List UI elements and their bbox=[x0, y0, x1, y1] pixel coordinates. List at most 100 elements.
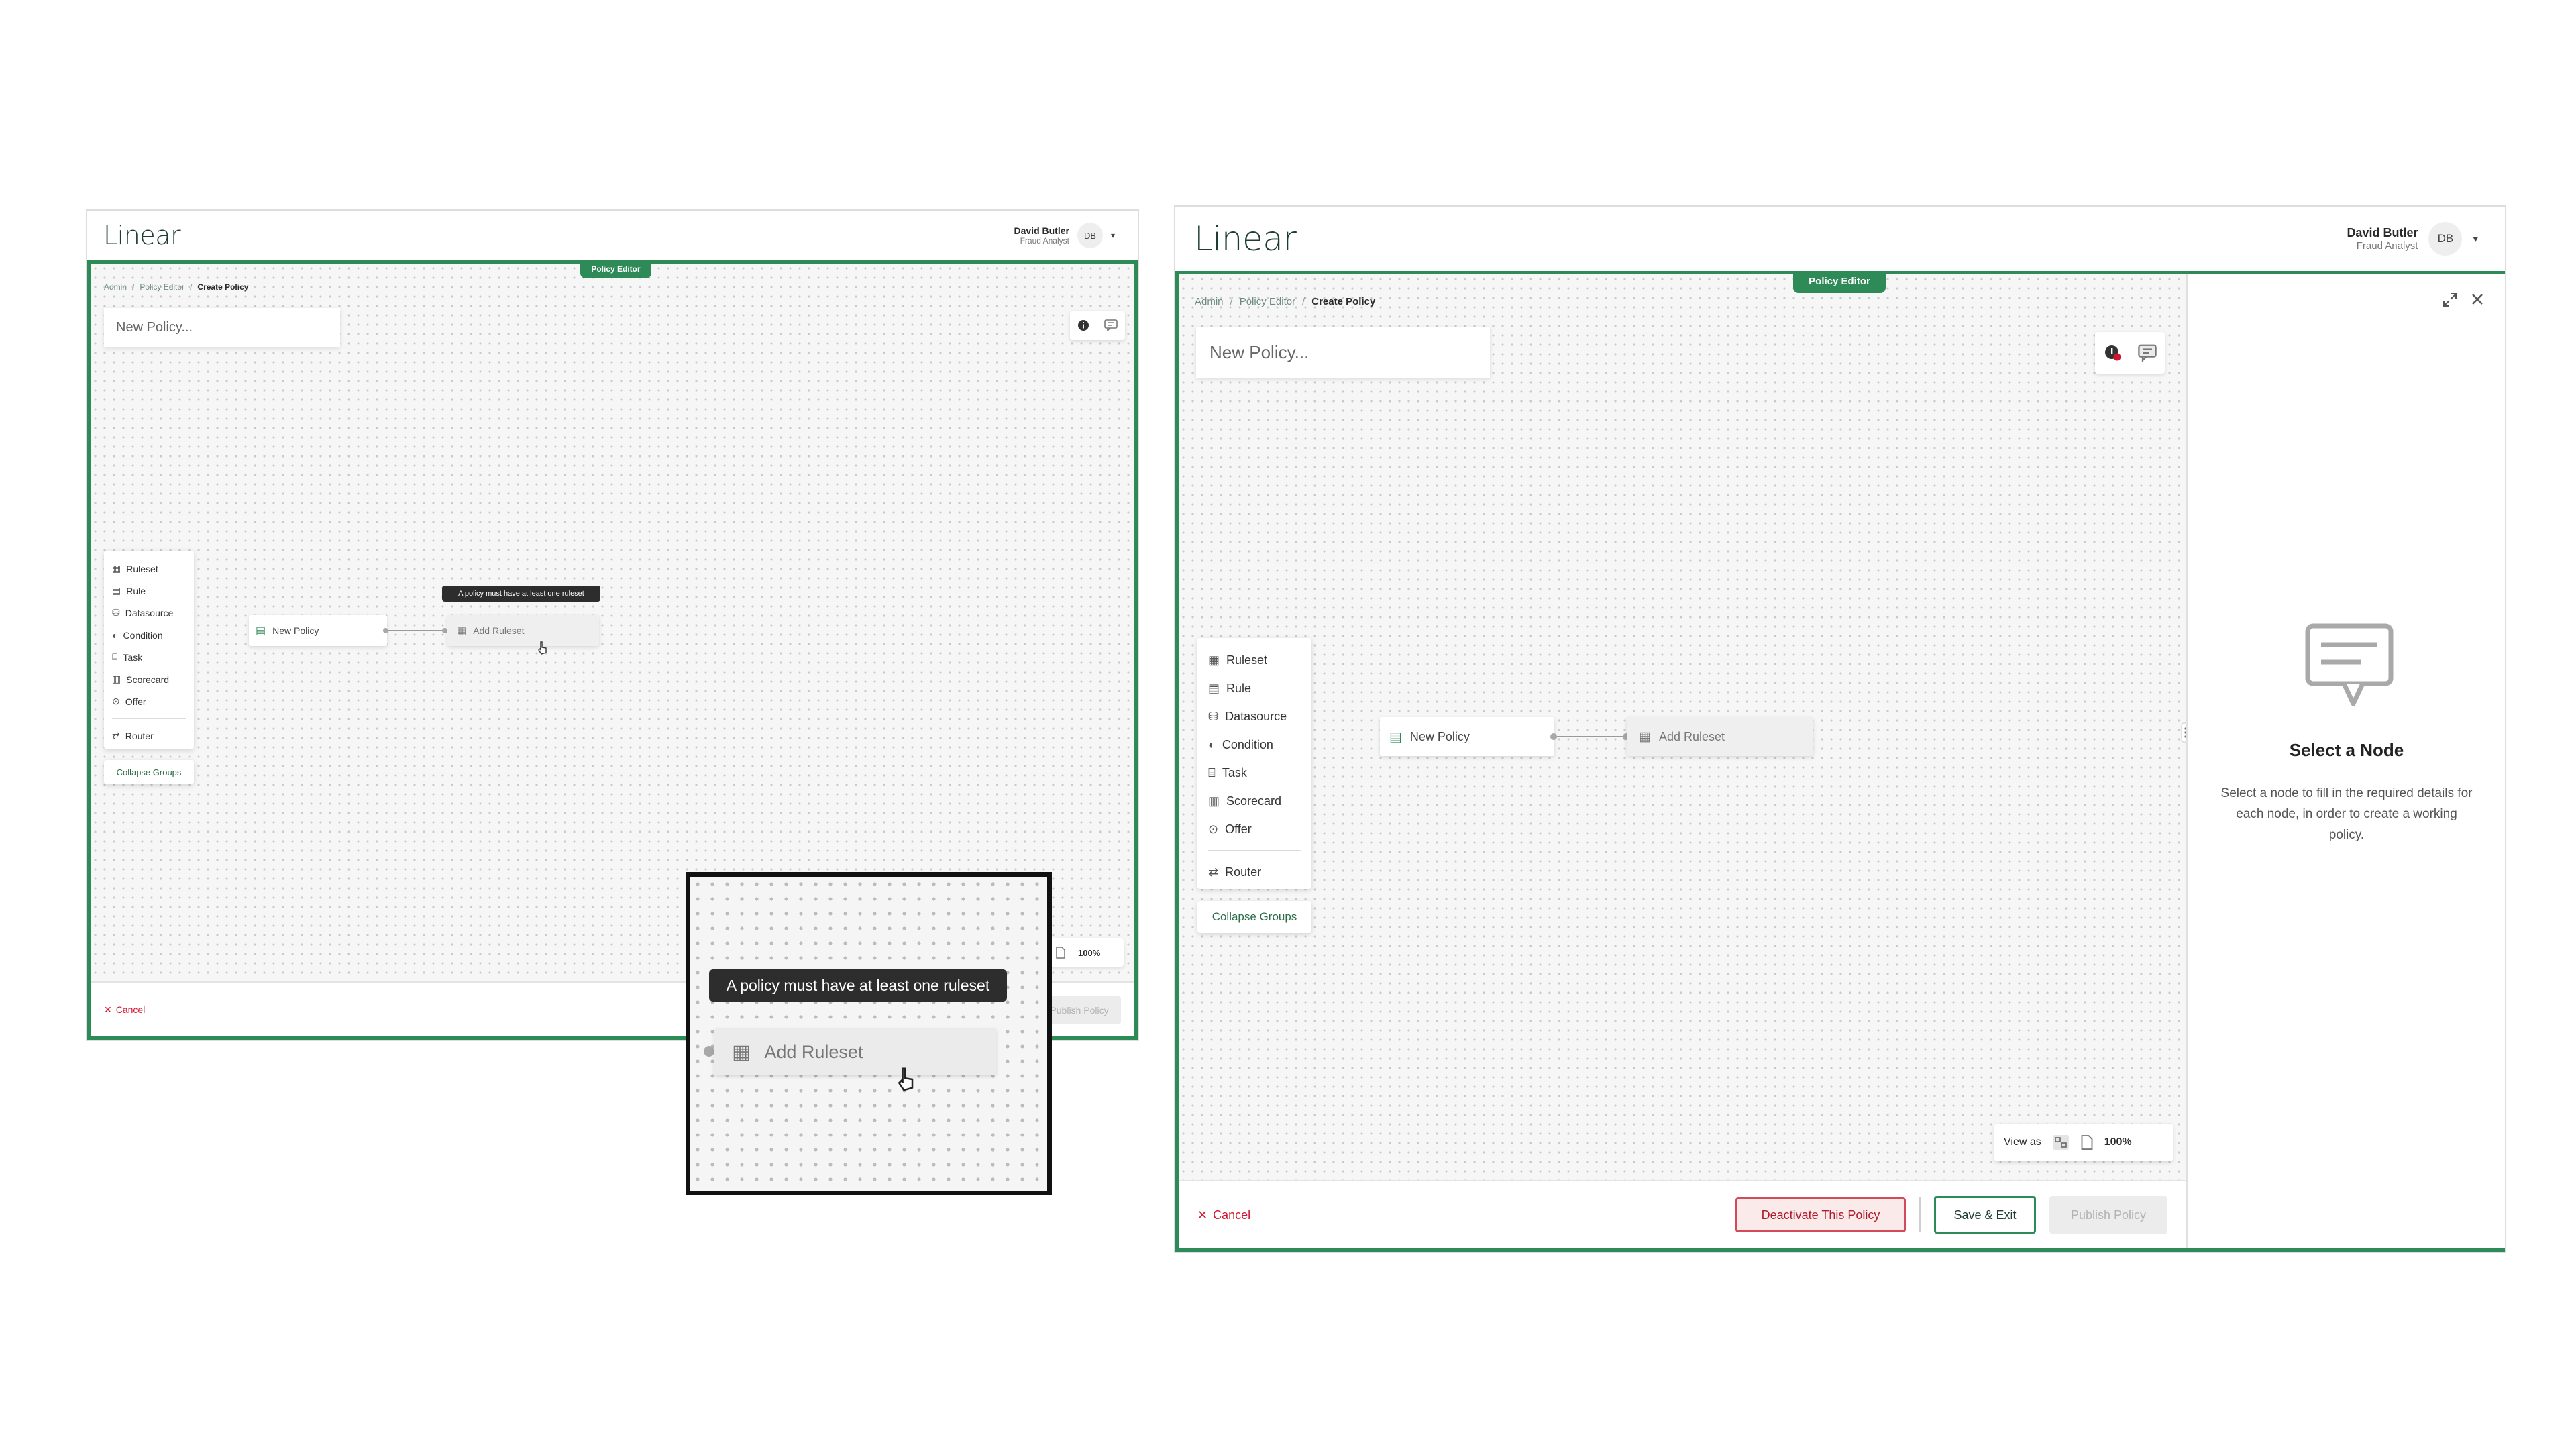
task-icon: ⌸ bbox=[112, 651, 118, 662]
policy-icon: ▤ bbox=[1389, 729, 1402, 745]
deactivate-policy-button[interactable]: Deactivate This Policy bbox=[1735, 1197, 1906, 1232]
scorecard-icon: ▥ bbox=[112, 674, 121, 684]
palette-item-label: Router bbox=[125, 730, 154, 741]
node-add-ruleset[interactable]: ▦ Add Ruleset bbox=[447, 615, 599, 646]
user-role: Fraud Analyst bbox=[2356, 240, 2418, 252]
half-circle-icon: ◐ bbox=[1208, 737, 1216, 751]
chevron-down-icon[interactable]: ▾ bbox=[2473, 233, 2478, 245]
panel-title: Select a Node bbox=[2289, 740, 2404, 760]
palette-item-label: Task bbox=[1222, 765, 1247, 780]
document-icon[interactable] bbox=[2080, 1134, 2094, 1150]
save-exit-button[interactable]: Save & Exit bbox=[1934, 1196, 2036, 1234]
node-connector bbox=[387, 630, 445, 631]
view-controls: View as 100% bbox=[1994, 1124, 2173, 1161]
node-label: Add Ruleset bbox=[1658, 729, 1725, 743]
app-header: Linear David Butler Fraud Analyst DB ▾ bbox=[87, 211, 1138, 260]
publish-policy-button[interactable]: Publish Policy bbox=[2049, 1196, 2167, 1234]
palette-item-label: Ruleset bbox=[126, 563, 158, 574]
palette-item-label: Task bbox=[123, 651, 143, 663]
palette-divider bbox=[112, 718, 186, 719]
close-icon[interactable] bbox=[2470, 292, 2485, 307]
grid-icon: ▦ bbox=[1639, 729, 1651, 744]
palette-item-label: Rule bbox=[1226, 681, 1252, 695]
palette-item-offer[interactable]: ⊙Offer bbox=[1208, 815, 1301, 843]
error-alert-icon[interactable] bbox=[2104, 344, 2121, 362]
palette-item-ruleset[interactable]: ▦Ruleset bbox=[1208, 646, 1301, 674]
grid-icon: ▦ bbox=[457, 625, 467, 637]
palette-item-label: Scorecard bbox=[126, 674, 170, 685]
app-logo[interactable]: Linear bbox=[103, 221, 181, 250]
user-name: David Butler bbox=[2347, 226, 2418, 239]
palette-item-label: Scorecard bbox=[1226, 794, 1282, 808]
grid-icon: ▦ bbox=[732, 1040, 751, 1063]
expand-icon[interactable] bbox=[2442, 292, 2458, 308]
palette-item-router[interactable]: ⇄Router bbox=[1208, 858, 1301, 886]
canvas-view-icon[interactable] bbox=[2052, 1134, 2070, 1150]
palette-item-label: Datasource bbox=[1225, 709, 1287, 723]
connector-dot bbox=[704, 1046, 714, 1057]
user-role: Fraud Analyst bbox=[1020, 236, 1069, 246]
cancel-button[interactable]: ✕ Cancel bbox=[1197, 1208, 1250, 1222]
ruleset-tooltip: A policy must have at least one ruleset bbox=[709, 969, 1007, 1002]
collapse-groups-button[interactable]: Collapse Groups bbox=[1197, 901, 1311, 933]
offer-icon: ⊙ bbox=[112, 696, 120, 706]
palette-item-scorecard[interactable]: ▥ Scorecard bbox=[112, 668, 186, 690]
hand-cursor-icon bbox=[538, 641, 547, 655]
comment-icon[interactable] bbox=[1104, 319, 1118, 331]
breadcrumb-policy-editor[interactable]: Policy Editor bbox=[1239, 296, 1296, 307]
connector-dot bbox=[1550, 733, 1557, 740]
info-icon[interactable] bbox=[1077, 319, 1089, 331]
palette-item-condition[interactable]: ◐Condition bbox=[1208, 731, 1301, 759]
router-icon: ⇄ bbox=[1208, 865, 1219, 879]
user-menu[interactable]: David Butler Fraud Analyst DB ▾ bbox=[2347, 222, 2478, 256]
canvas-tools bbox=[1070, 311, 1125, 340]
node-connector bbox=[1554, 736, 1627, 737]
palette-item-task[interactable]: ⌸Task bbox=[1208, 759, 1301, 787]
close-icon: ✕ bbox=[104, 1004, 112, 1015]
scorecard-icon: ▥ bbox=[1208, 794, 1220, 808]
cancel-label: Cancel bbox=[115, 1004, 146, 1015]
app-logo[interactable]: Linear bbox=[1194, 219, 1297, 258]
palette-item-rule[interactable]: ▤Rule bbox=[1208, 674, 1301, 702]
node-add-ruleset[interactable]: ▦ Add Ruleset bbox=[1627, 717, 1813, 756]
palette-item-scorecard[interactable]: ▥ Scorecard bbox=[1208, 787, 1301, 815]
palette-item-label: Offer bbox=[125, 696, 146, 707]
view-as-label: View as bbox=[2004, 1136, 2041, 1148]
policy-name-input[interactable]: New Policy... bbox=[1196, 327, 1490, 378]
policy-editor-tab: Policy Editor bbox=[1793, 272, 1886, 293]
palette-item-offer[interactable]: ⊙ Offer bbox=[112, 690, 186, 712]
user-menu[interactable]: David Butler Fraud Analyst DB ▾ bbox=[1014, 223, 1115, 248]
cancel-button[interactable]: ✕ Cancel bbox=[104, 1004, 145, 1016]
half-circle-icon: ◐ bbox=[112, 629, 118, 641]
palette-item-task[interactable]: ⌸ Task bbox=[112, 646, 186, 668]
node-new-policy[interactable]: ▤ New Policy bbox=[249, 615, 387, 646]
cancel-label: Cancel bbox=[1213, 1208, 1251, 1222]
palette-item-datasource[interactable]: ⛁Datasource bbox=[112, 602, 186, 624]
breadcrumb-admin[interactable]: Admin bbox=[1195, 296, 1224, 307]
zoom-inset: A policy must have at least one ruleset … bbox=[686, 872, 1052, 1195]
node-add-ruleset[interactable]: ▦ Add Ruleset bbox=[714, 1028, 996, 1075]
collapse-groups-button[interactable]: Collapse Groups bbox=[104, 760, 194, 784]
document-icon[interactable] bbox=[1055, 947, 1066, 959]
palette-item-rule[interactable]: ▤Rule bbox=[112, 580, 186, 602]
chevron-down-icon[interactable]: ▾ bbox=[1110, 231, 1115, 240]
breadcrumb-admin[interactable]: Admin bbox=[104, 282, 127, 292]
node-new-policy[interactable]: ▤ New Policy bbox=[1380, 717, 1554, 756]
palette-item-router[interactable]: ⇄Router bbox=[112, 724, 186, 747]
zoom-level[interactable]: 100% bbox=[2104, 1136, 2132, 1148]
view-controls: 100% bbox=[1049, 938, 1124, 967]
palette-item-condition[interactable]: ◐Condition bbox=[112, 624, 186, 646]
avatar[interactable]: DB bbox=[1077, 223, 1103, 248]
avatar[interactable]: DB bbox=[2428, 222, 2463, 256]
grid-icon: ▦ bbox=[1208, 653, 1220, 667]
breadcrumb: Admin / Policy Editor / Create Policy bbox=[1195, 296, 1376, 307]
policy-name-input[interactable]: New Policy... bbox=[104, 308, 340, 347]
palette-item-label: Datasource bbox=[125, 607, 174, 619]
node-palette: ▦Ruleset ▤Rule ⛁Datasource ◐Condition ⌸ T… bbox=[104, 551, 194, 749]
comment-icon[interactable] bbox=[2137, 344, 2157, 362]
breadcrumb-policy-editor[interactable]: Policy Editor bbox=[140, 282, 185, 292]
zoom-level[interactable]: 100% bbox=[1078, 947, 1101, 958]
palette-item-ruleset[interactable]: ▦Ruleset bbox=[112, 557, 186, 580]
palette-item-datasource[interactable]: ⛁Datasource bbox=[1208, 702, 1301, 731]
comment-icon bbox=[2305, 623, 2394, 706]
